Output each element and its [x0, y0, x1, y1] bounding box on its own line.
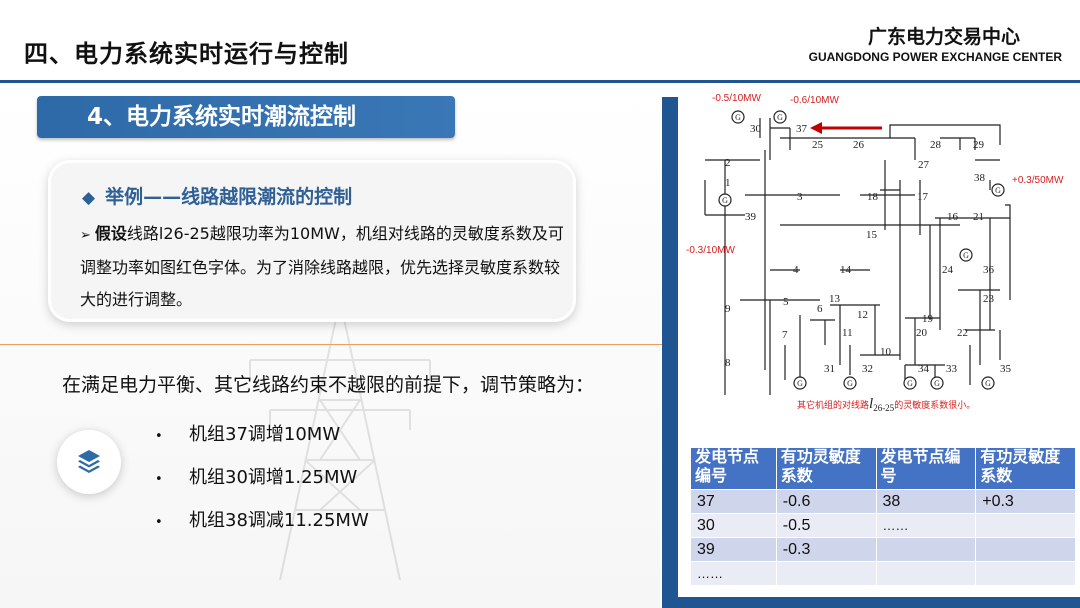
svg-text:1: 1 [725, 177, 731, 189]
svg-text:G: G [963, 251, 969, 260]
table-row: 30-0.5 …… [690, 513, 1076, 538]
svg-text:3: 3 [797, 191, 803, 203]
svg-text:12: 12 [857, 309, 868, 321]
table-header-cell: 发电节点编号 [875, 447, 977, 490]
bullet-dot: • [155, 429, 163, 444]
svg-text:39: 39 [745, 211, 757, 223]
diagram-caption: 其它机组的对线路l26-25的灵敏度系数很小。 [797, 396, 975, 413]
strategy-intro: 在满足电力平衡、其它线路约束不越限的前提下，调节策略为： [62, 374, 595, 396]
orange-divider [0, 344, 662, 345]
power-tower-watermark [249, 299, 431, 581]
red-arrow-icon [810, 122, 882, 134]
svg-text:G: G [995, 186, 1001, 195]
table-row: …… [690, 561, 1076, 586]
diamond-bullet-icon: ◆ [82, 188, 96, 208]
strategy-item: •机组37调增10MW [155, 422, 369, 465]
svg-text:30: 30 [750, 123, 762, 135]
annotation-g30: -0.5/10MW [712, 93, 761, 104]
layers-icon [78, 450, 100, 473]
svg-text:29: 29 [973, 139, 985, 151]
svg-text:6: 6 [817, 303, 823, 315]
header-divider [0, 80, 1080, 83]
annotation-g37: -0.6/10MW [790, 95, 839, 106]
svg-text:27: 27 [918, 159, 930, 171]
annotation-g38: +0.3/50MW [1012, 175, 1064, 186]
svg-text:14: 14 [840, 264, 852, 276]
page-title: 四、电力系统实时运行与控制 [24, 40, 349, 68]
svg-text:4: 4 [793, 264, 799, 276]
svg-text:10: 10 [880, 346, 892, 358]
svg-text:2: 2 [725, 157, 731, 169]
bullet-dot: • [155, 472, 163, 487]
svg-text:G: G [735, 113, 741, 122]
svg-text:18: 18 [867, 191, 879, 203]
svg-text:G: G [797, 379, 803, 388]
example-body: ➢假设线路l26-25越限功率为10MW，机组对线路的灵敏度系数及可调整功率如图… [80, 218, 570, 316]
table-header-cell: 有功灵敏度系数 [775, 447, 877, 490]
table-row: 37-0.6 38+0.3 [690, 489, 1076, 514]
svg-text:28: 28 [930, 139, 942, 151]
strategy-list: •机组37调增10MW •机组30调增1.25MW •机组38调减11.25MW [155, 422, 369, 551]
svg-text:23: 23 [983, 293, 995, 305]
svg-text:31: 31 [824, 363, 835, 375]
example-bold-lead: 假设 [94, 224, 127, 243]
annotation-g39: -0.3/10MW [686, 245, 735, 256]
example-card: ◆ 举例——线路越限潮流的控制 ➢假设线路l26-25越限功率为10MW，机组对线… [48, 160, 576, 322]
table-row: 39-0.3 [690, 537, 1076, 562]
svg-text:33: 33 [946, 363, 958, 375]
svg-text:20: 20 [916, 327, 928, 339]
section-title-banner: 4、电力系统实时潮流控制 [37, 96, 455, 138]
svg-text:G: G [777, 113, 783, 122]
svg-text:9: 9 [725, 303, 731, 315]
example-heading-text: 举例——线路越限潮流的控制 [105, 186, 353, 208]
svg-text:17: 17 [917, 191, 929, 203]
table-header-cell: 发电节点编号 [690, 447, 777, 490]
svg-text:22: 22 [957, 327, 968, 339]
svg-text:24: 24 [942, 264, 954, 276]
svg-text:35: 35 [1000, 363, 1012, 375]
svg-text:37: 37 [796, 123, 808, 135]
svg-text:8: 8 [725, 357, 731, 369]
svg-text:16: 16 [947, 211, 959, 223]
svg-text:7: 7 [782, 329, 788, 341]
svg-text:G: G [722, 196, 728, 205]
svg-text:G: G [985, 379, 991, 388]
svg-text:11: 11 [842, 327, 853, 339]
svg-text:38: 38 [974, 172, 986, 184]
arrow-bullet-icon: ➢ [80, 228, 91, 243]
svg-text:13: 13 [829, 293, 841, 305]
svg-text:G: G [847, 379, 853, 388]
svg-text:36: 36 [983, 264, 995, 276]
svg-text:25: 25 [812, 139, 824, 151]
header: 四、电力系统实时运行与控制 广东电力交易中心 GUANGDONG POWER E… [0, 0, 1080, 83]
table-header-row: 发电节点编号 有功灵敏度系数 发电节点编号 有功灵敏度系数 [690, 447, 1076, 490]
svg-text:19: 19 [922, 313, 934, 325]
strategy-item: •机组38调减11.25MW [155, 508, 369, 551]
sensitivity-table: 发电节点编号 有功灵敏度系数 发电节点编号 有功灵敏度系数 37-0.6 38+… [690, 447, 1076, 586]
org-name-cn: 广东电力交易中心 [867, 26, 1020, 48]
bullet-dot: • [155, 515, 163, 530]
svg-text:G: G [934, 379, 940, 388]
table-header-cell: 有功灵敏度系数 [975, 447, 1076, 490]
svg-text:15: 15 [866, 229, 878, 241]
layers-badge [57, 430, 121, 494]
strategy-item: •机组30调增1.25MW [155, 465, 369, 508]
example-body-text: 线路l26-25越限功率为10MW，机组对线路的灵敏度系数及可调整功率如图红色字… [80, 224, 564, 309]
svg-text:21: 21 [973, 211, 984, 223]
org-name-en: GUANGDONG POWER EXCHANGE CENTER [808, 50, 1062, 64]
svg-text:26: 26 [853, 139, 865, 151]
svg-text:34: 34 [918, 363, 930, 375]
svg-text:5: 5 [783, 296, 789, 308]
example-heading: ◆ 举例——线路越限潮流的控制 [82, 182, 352, 209]
svg-text:32: 32 [862, 363, 873, 375]
svg-text:G: G [907, 379, 913, 388]
